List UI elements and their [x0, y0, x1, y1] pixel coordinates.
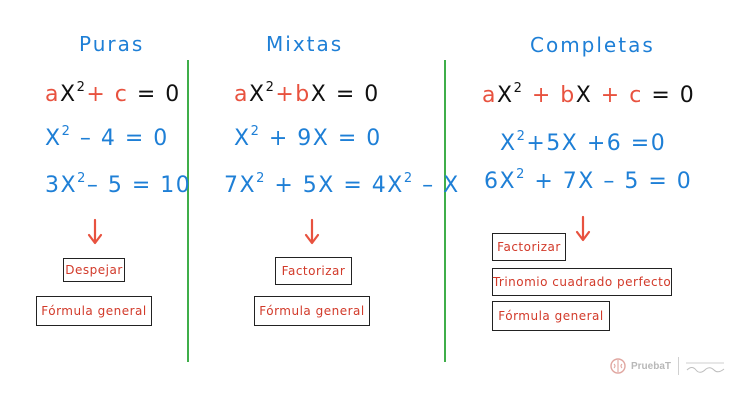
- exponent: 2: [61, 123, 72, 139]
- method-box-trinomio-cuadrado-perfecto: Trinomio cuadrado perfecto: [492, 268, 672, 296]
- brain-icon: [610, 358, 626, 374]
- arrow-down-icon: [304, 218, 320, 245]
- method-box-factorizar: Factorizar: [492, 233, 566, 261]
- column-title-completas: Completas: [530, 33, 655, 57]
- equation-term: X: [234, 126, 251, 151]
- general-form-puras: aX2+ c = 0: [45, 79, 181, 107]
- equation-term: c: [106, 82, 129, 107]
- example-equation-puras-2: 3X2– 5 = 10: [45, 170, 192, 198]
- method-box-formula-general: Fórmula general: [492, 301, 610, 331]
- equation-term: X: [45, 126, 62, 151]
- equation-term: – 5 = 10: [86, 173, 192, 198]
- example-equation-completas-2: 6X2 + 7X – 5 = 0: [484, 166, 693, 194]
- method-box-despejar: Despejar: [63, 258, 125, 282]
- equation-term: X: [248, 82, 266, 107]
- example-equation-completas-1: X2+5X +6 =0: [500, 128, 667, 156]
- column-title-puras: Puras: [79, 32, 145, 56]
- divider-left: [187, 60, 189, 362]
- equation-term: – X: [413, 173, 460, 198]
- equation-term: X = 0: [310, 82, 380, 107]
- exponent: 2: [516, 166, 526, 182]
- equation-term: a: [45, 82, 60, 107]
- exponent: 2: [265, 79, 276, 95]
- general-form-mixtas: aX2+bX = 0: [234, 79, 380, 107]
- example-equation-mixtas-2: 7X2 + 5X = 4X2 – X: [224, 170, 460, 198]
- equation-term: 3X: [45, 173, 78, 198]
- equation-term: X: [496, 83, 514, 108]
- general-form-completas: aX2 + bX + c = 0: [482, 80, 696, 108]
- arrow-down-icon: [87, 218, 103, 245]
- equation-term: +5X +6 =0: [526, 131, 667, 156]
- equation-term: + c: [592, 83, 643, 108]
- equation-term: + 9X = 0: [260, 126, 382, 151]
- pruebat-logo: PruebaT: [610, 357, 728, 375]
- equation-term: + b: [523, 83, 576, 108]
- exponent: 2: [77, 170, 87, 186]
- exponent: 2: [403, 170, 414, 186]
- equation-term: +: [86, 82, 107, 107]
- equation-term: +: [275, 82, 296, 107]
- column-title-mixtas: Mixtas: [266, 32, 344, 56]
- method-box-factorizar: Factorizar: [275, 257, 352, 285]
- exponent: 2: [513, 80, 524, 96]
- equation-term: 7X: [224, 173, 257, 198]
- equation-term: + 7X – 5 = 0: [525, 169, 693, 194]
- equation-term: – 4 = 0: [71, 126, 169, 151]
- example-equation-mixtas-1: X2 + 9X = 0: [234, 123, 382, 151]
- logo-text: PruebaT: [631, 360, 672, 372]
- exponent: 2: [256, 170, 266, 186]
- signature-icon: [686, 362, 725, 373]
- method-box-formula-general: Fórmula general: [36, 296, 152, 326]
- equation-term: b: [295, 82, 311, 107]
- arrow-down-icon: [575, 215, 591, 242]
- equation-term: a: [234, 82, 249, 107]
- divider-right: [444, 60, 446, 362]
- equation-term: = 0: [128, 82, 181, 107]
- equation-term: X: [575, 83, 593, 108]
- logo-separator: [678, 357, 680, 375]
- equation-term: X: [59, 82, 77, 107]
- method-box-formula-general: Fórmula general: [254, 296, 370, 326]
- exponent: 2: [250, 123, 261, 139]
- equation-term: 6X: [484, 169, 517, 194]
- exponent: 2: [76, 79, 87, 95]
- equation-term: + 5X = 4X: [265, 173, 404, 198]
- equation-term: X: [500, 131, 517, 156]
- equation-term: a: [482, 83, 497, 108]
- exponent: 2: [516, 128, 527, 144]
- example-equation-puras-1: X2 – 4 = 0: [45, 123, 169, 151]
- equation-term: = 0: [642, 83, 696, 108]
